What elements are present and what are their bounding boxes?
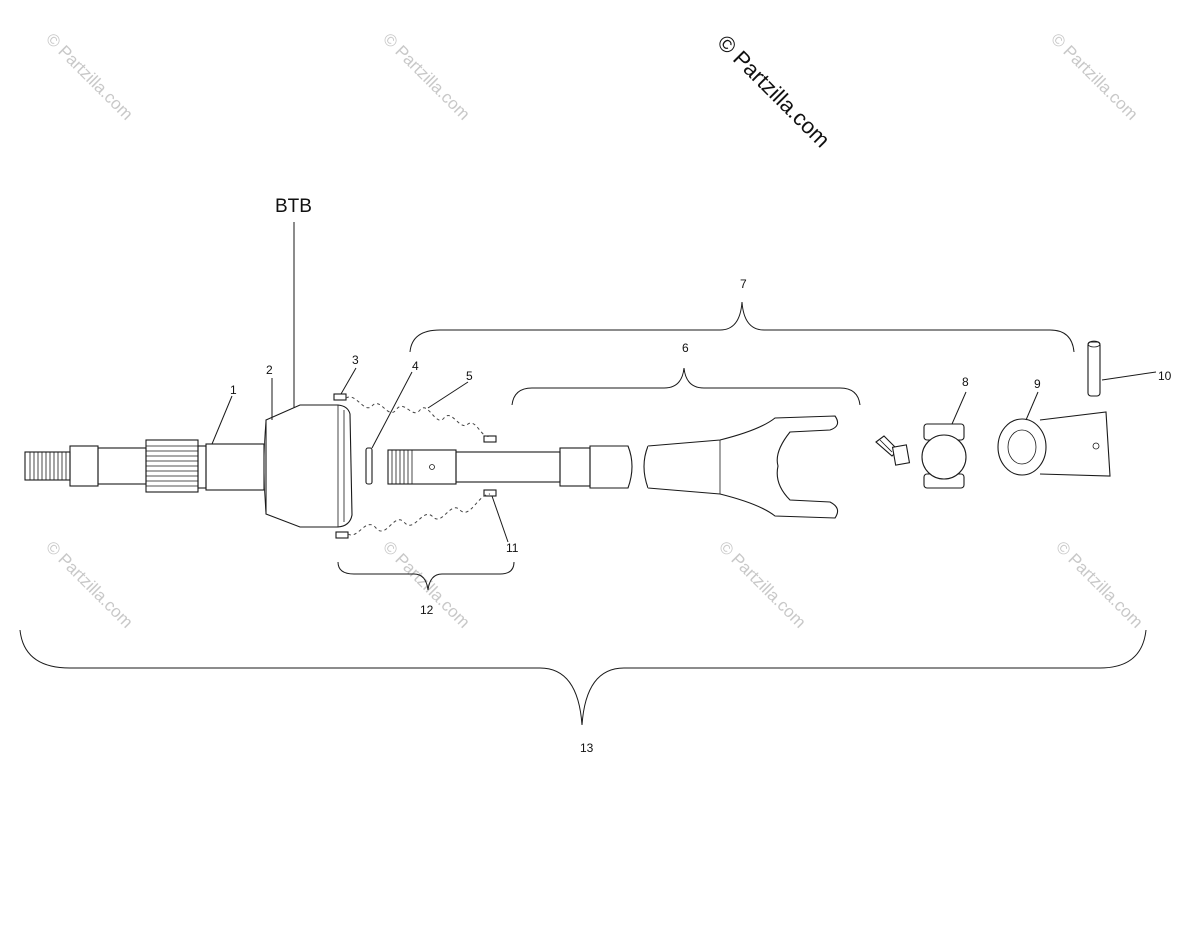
cross-spider-part-8 [921,423,967,489]
watermark-tile: © Partzilla.com [1047,29,1141,123]
yoke-part-9 [997,411,1111,477]
callout-10: 10 [1158,369,1172,383]
callout-11: 11 [506,541,519,555]
watermark-tiles: © Partzilla.com © Partzilla.com © Partzi… [42,29,1146,631]
retaining-ring-part-4 [365,447,373,485]
callout-2: 2 [266,363,273,377]
pin-part-10 [1087,340,1101,397]
clamp-part-11 [483,489,497,497]
callout-7: 7 [740,277,747,291]
callout-6: 6 [682,341,689,355]
callout-12: 12 [420,603,434,617]
watermark-tile: © Partzilla.com [42,537,136,631]
grease-fitting [875,435,911,466]
callout-5: 5 [466,369,473,383]
brace-part-7 [409,301,1075,353]
watermark-tile: © Partzilla.com [42,29,136,123]
callout-13: 13 [580,741,594,755]
watermark-tile: © Partzilla.com [379,29,473,123]
watermark-main: © Partzilla.com [712,30,835,153]
inner-shaft-part-6 [387,415,839,519]
callout-3: 3 [352,353,359,367]
clamp-part-3 [333,393,347,401]
callout-8: 8 [962,375,969,389]
clamp-part-3-lower [335,531,349,539]
watermark-tile: © Partzilla.com [715,537,809,631]
brace-part-6 [511,367,861,406]
cv-joint-housing-part-2 [263,404,353,528]
brace-part-12 [337,561,515,591]
brace-part-13 [19,629,1147,726]
callout-labels: 1 2 3 4 5 6 7 8 9 10 11 12 13 [230,277,1172,755]
watermark-tile: © Partzilla.com [1052,537,1146,631]
boot-part-5 [345,396,491,536]
callout-4: 4 [412,359,419,373]
callout-1: 1 [230,383,237,397]
clamp-part-11-upper [483,435,497,443]
leader-lines [211,367,1157,543]
btb-label: BTB [275,196,312,217]
axle-shaft-part-1 [24,439,265,493]
callout-9: 9 [1034,377,1041,391]
